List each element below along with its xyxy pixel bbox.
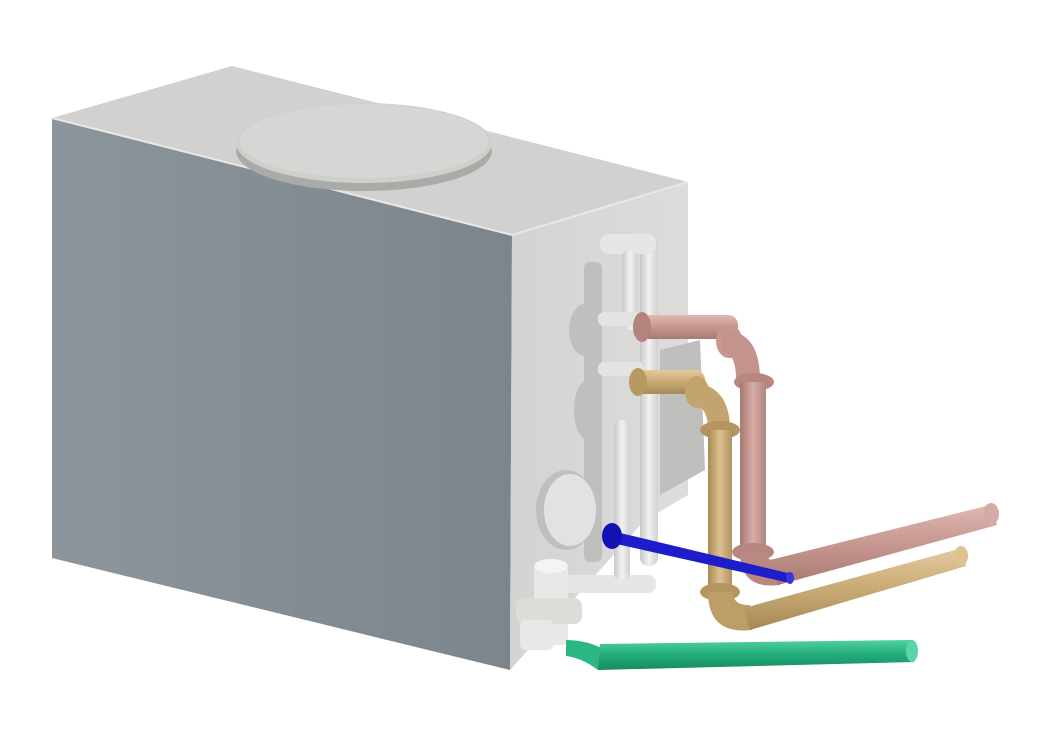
pink-pipe — [633, 312, 999, 586]
blue-pipe — [602, 523, 794, 584]
tank-lid — [236, 103, 492, 191]
tank-body — [51, 66, 689, 670]
green-pipe — [566, 640, 918, 670]
tank-front-face — [52, 118, 512, 670]
